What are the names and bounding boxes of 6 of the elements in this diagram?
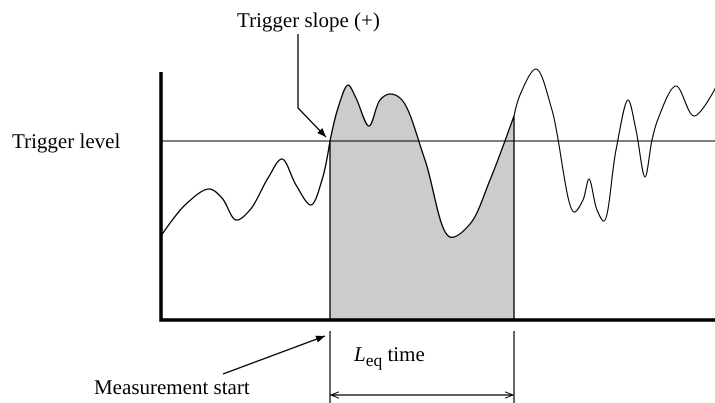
annotation-text: Trigger level: [12, 131, 120, 152]
leader-line: [297, 34, 326, 138]
annotation-text: Measurement start: [94, 377, 250, 398]
dimension-label: L$_{eq}$ time: [354, 344, 425, 370]
leader-line: [222, 335, 326, 375]
annotation-text: Trigger slope (+): [237, 10, 380, 31]
